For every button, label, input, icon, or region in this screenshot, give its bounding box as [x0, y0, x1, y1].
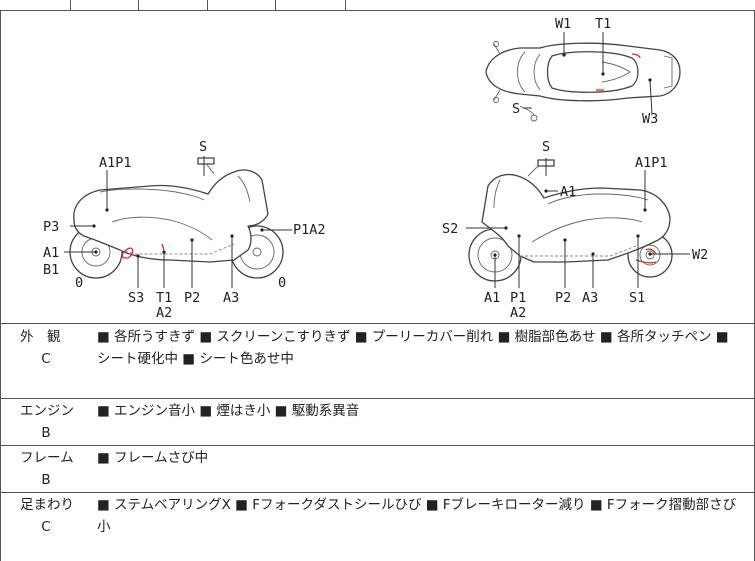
row-category: 足まわり C — [0, 494, 92, 538]
condition-notes: ■ エンジン音小 ■ 煙はき小 ■ 駆動系異音 — [97, 403, 360, 419]
condition-notes: ■ 各所うすきず ■ スクリーンこすりきず ■ プーリーカバー削れ ■ 樹脂部色… — [97, 329, 729, 367]
label-a2-left: A2 — [156, 305, 172, 321]
label-s-left: S — [199, 139, 207, 155]
damage-diagram: W1 T1 S W3 — [0, 10, 755, 323]
label-a3-right: A3 — [582, 290, 598, 306]
label-a1-right: A1 — [484, 290, 500, 306]
condition-notes: ■ フレームさび中 — [97, 450, 209, 466]
condition-row-suspension: 足まわり C ■ ステムベアリングX ■ Fフォークダストシールひび ■ Fブレ… — [0, 494, 755, 560]
label-t1-left: T1 — [156, 290, 172, 306]
condition-row-frame: フレーム B ■ フレームさび中 — [0, 447, 755, 492]
label-w2: W2 — [692, 247, 708, 263]
label-a2-right: A2 — [510, 305, 526, 321]
scooter-top-view — [485, 41, 681, 122]
label-a1p1-left: A1P1 — [99, 155, 132, 171]
scooter-diagrams: W1 T1 S W3 — [43, 16, 708, 321]
table-left-border — [0, 10, 1, 561]
header-row-bottom-border — [0, 10, 755, 11]
category-name: フレーム — [20, 450, 74, 466]
scooter-left-view — [69, 157, 284, 279]
label-s3: S3 — [128, 290, 144, 306]
label-a1p1-right: A1P1 — [635, 155, 668, 171]
condition-notes: ■ ステムベアリングX ■ Fフォークダストシールひび ■ Fブレーキローター減… — [97, 497, 737, 535]
row-divider — [0, 398, 755, 399]
label-p1a2: P1A2 — [293, 222, 326, 238]
condition-row-engine: エンジン B ■ エンジン音小 ■ 煙はき小 ■ 駆動系異音 — [0, 400, 755, 445]
scooter-right-view — [468, 159, 673, 282]
label-s-top: S — [512, 101, 520, 117]
label-b1: B1 — [43, 262, 59, 278]
label-s-right: S — [542, 139, 550, 155]
label-s1: S1 — [629, 290, 645, 306]
label-p1-right: P1 — [510, 290, 526, 306]
condition-row-exterior: 外 観 C ■ 各所うすきず ■ スクリーンこすりきず ■ プーリーカバー削れ … — [0, 326, 755, 398]
label-zero-right: 0 — [278, 275, 286, 291]
category-grade: B — [41, 472, 51, 488]
row-category: エンジン B — [0, 400, 92, 444]
category-grade: C — [41, 519, 51, 535]
leader-w3 — [649, 79, 653, 115]
header-cell-divider — [275, 0, 276, 10]
row-divider — [0, 323, 755, 324]
label-t1: T1 — [595, 16, 611, 32]
category-name: 外 観 — [20, 329, 61, 345]
label-p2-left: P2 — [184, 290, 200, 306]
label-p3: P3 — [43, 219, 59, 235]
header-cell-divider — [207, 0, 208, 10]
label-p2-right: P2 — [555, 290, 571, 306]
label-w3: W3 — [642, 111, 658, 127]
header-cell-divider — [138, 0, 139, 10]
label-a3-left: A3 — [223, 290, 239, 306]
row-divider — [0, 445, 755, 446]
row-category: 外 観 C — [0, 326, 92, 370]
category-grade: C — [41, 351, 51, 367]
category-name: エンジン — [20, 403, 74, 419]
label-zero-left: 0 — [75, 275, 83, 291]
label-w1: W1 — [555, 16, 571, 32]
label-s2: S2 — [442, 221, 458, 237]
label-a1-left: A1 — [43, 245, 59, 261]
row-divider — [0, 492, 755, 493]
category-name: 足まわり — [20, 497, 74, 513]
label-a1-top-right: A1 — [560, 184, 576, 200]
header-cell-divider — [345, 0, 346, 10]
row-category: フレーム B — [0, 447, 92, 491]
header-cell-divider — [70, 0, 71, 10]
category-grade: B — [41, 425, 51, 441]
